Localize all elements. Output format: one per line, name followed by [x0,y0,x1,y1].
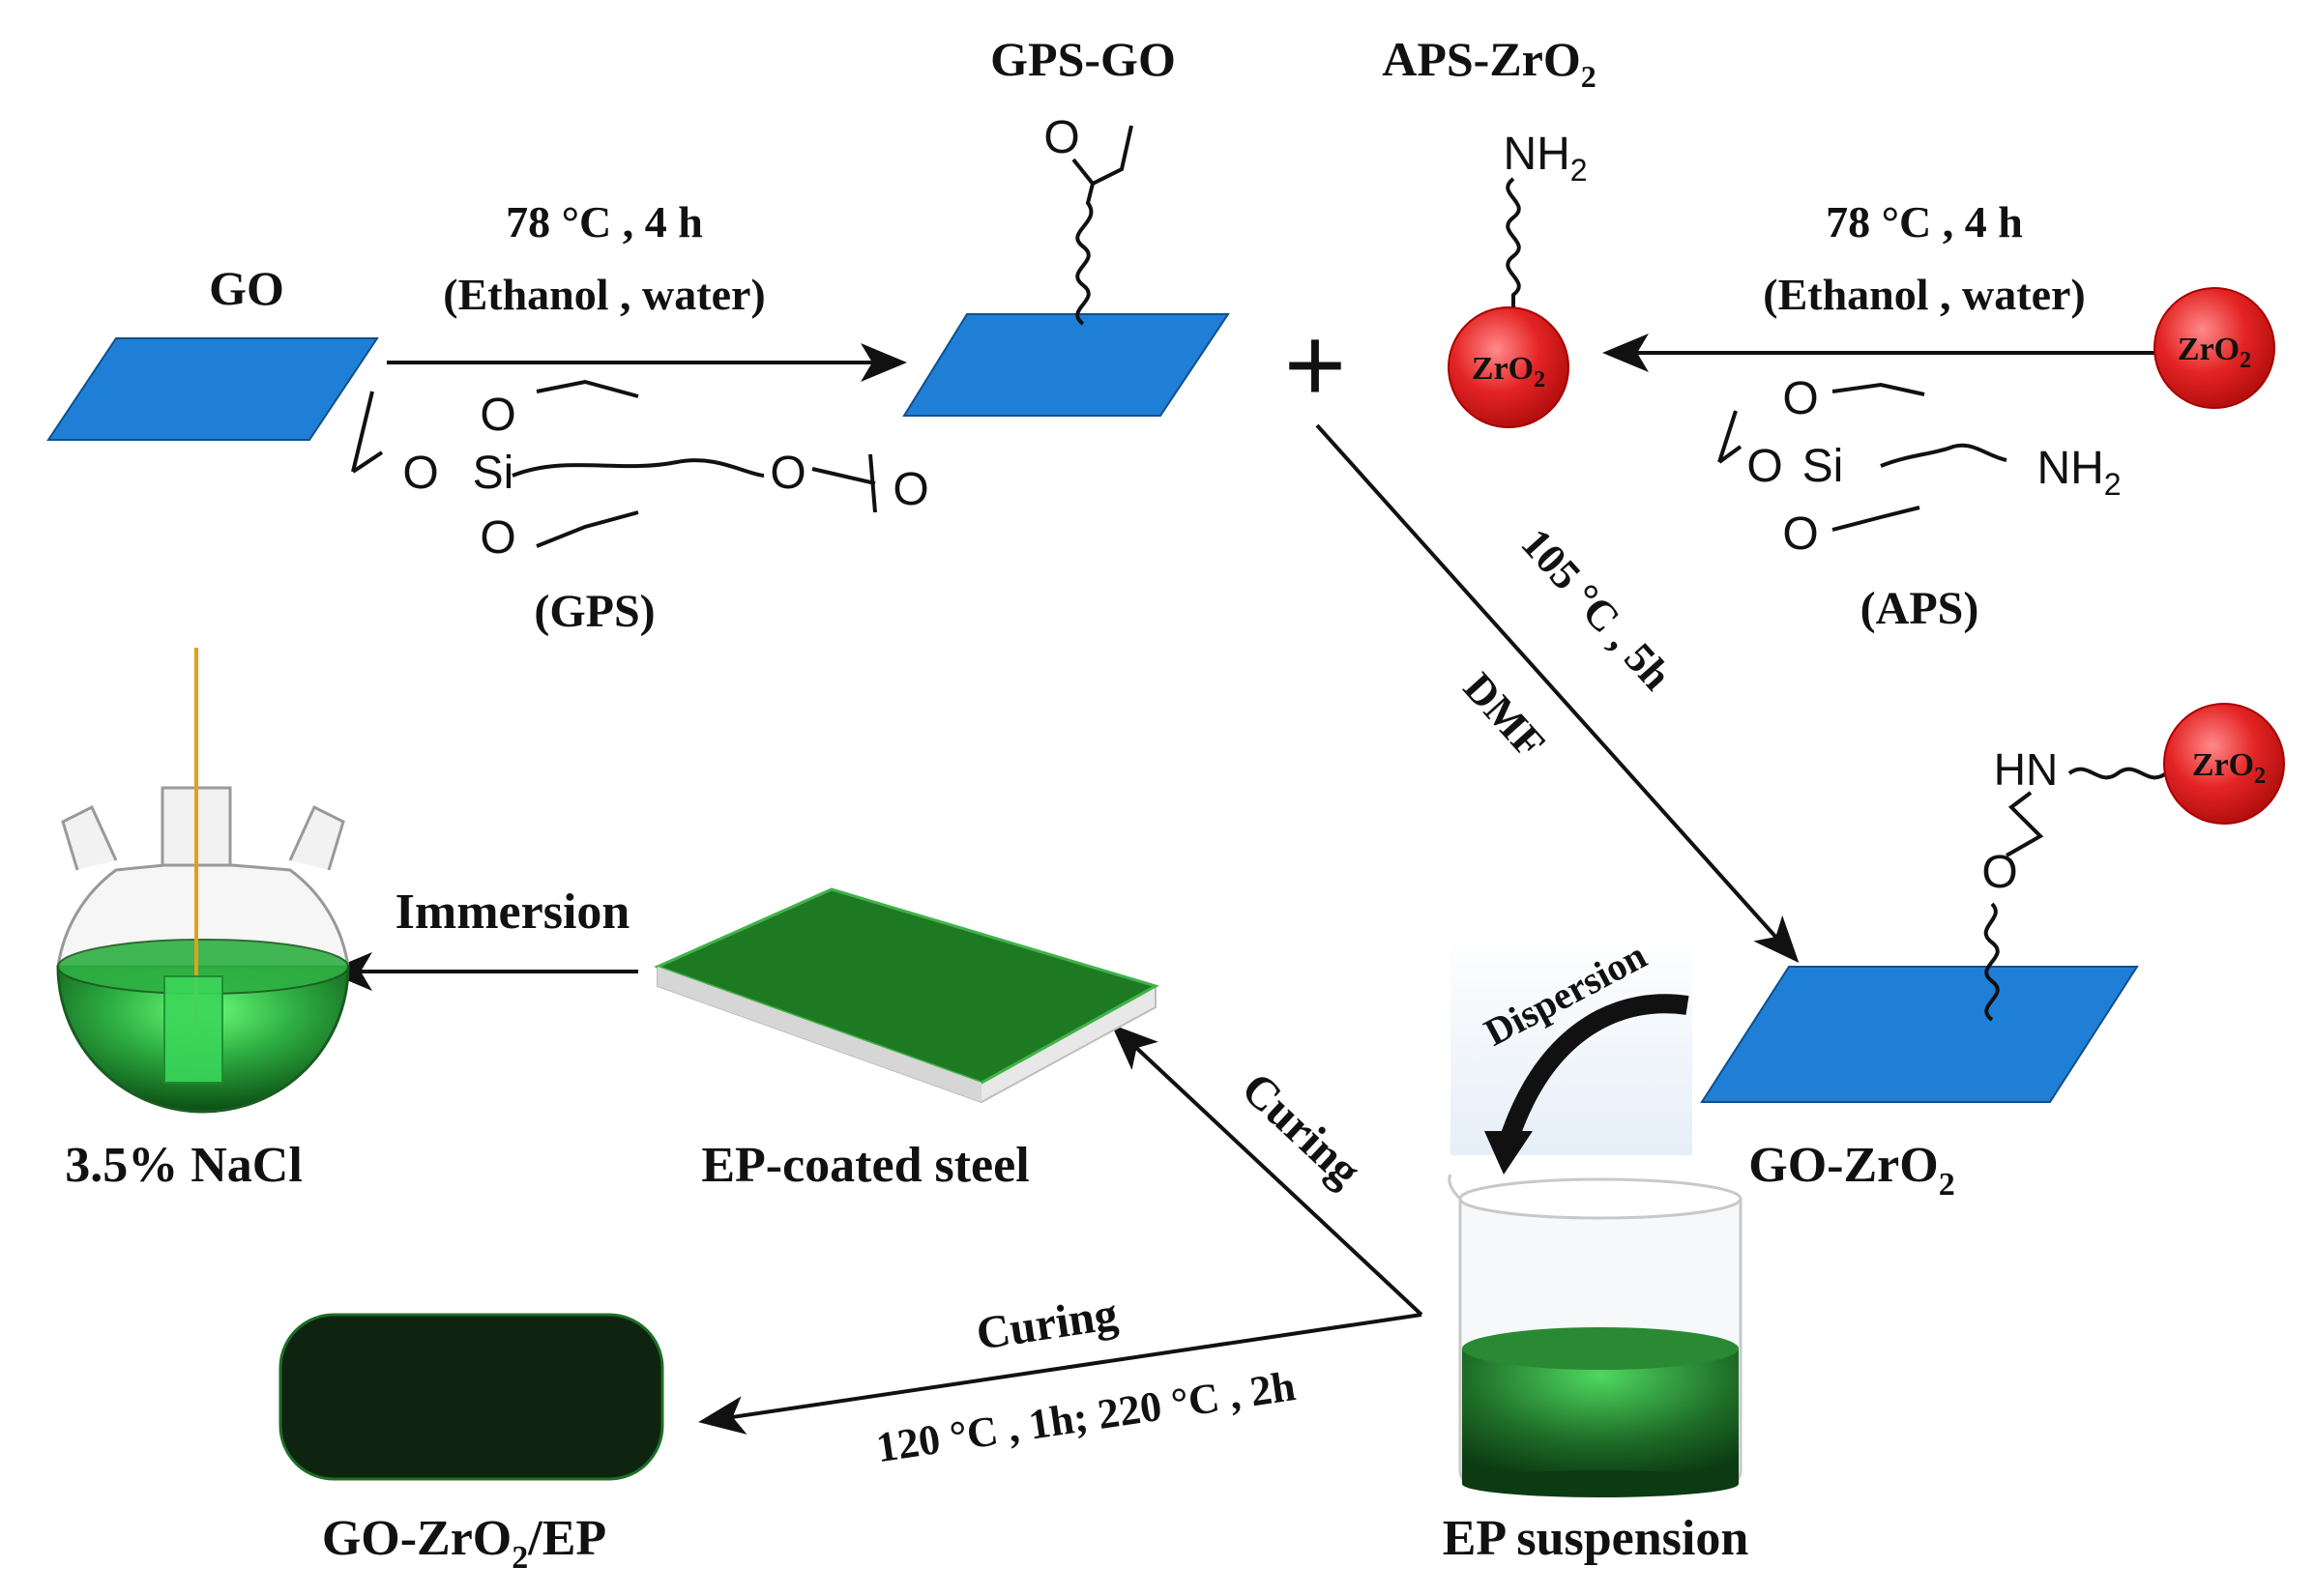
gps-o-ether: O [770,448,806,499]
right-condition-temp: 78 °C , 4 h [1826,197,2023,247]
go-zro2-sphere-label: ZrO2 [2192,747,2266,789]
gps-o-top: O [480,390,515,441]
aps-label: (APS) [1860,583,1979,634]
zro2-start-sphere-icon [2153,287,2275,409]
go-sheet-icon [46,337,379,441]
aps-o-bottom: O [1782,508,1818,560]
aps-molecule-icon [1717,382,2007,532]
ep-suspension-label: EP suspension [1443,1511,1749,1566]
immersion-label: Immersion [395,885,630,940]
left-condition-solvent: (Ethanol , water) [443,270,765,319]
aps-nh2: NH2 [2036,443,2121,502]
ep-coated-steel-label: EP-coated steel [701,1138,1029,1193]
beaker-icon [1448,1174,1743,1497]
aps-zro2-sphere-icon [1448,306,1569,428]
curing-arrow-to-steel [1111,1024,1423,1317]
nacl-label: 3.5% NaCl [65,1138,303,1193]
left-condition-temp: 78 °C , 4 h [506,197,703,247]
gps-o-epoxide: O [893,464,928,515]
gps-label: (GPS) [534,586,655,637]
go-label: GO [209,261,284,315]
dispersion-arrowhead [1484,1131,1533,1175]
gps-molecule-icon [351,379,877,548]
gps-o-left: O [402,448,438,499]
aps-zro2-chain-icon [1506,177,1521,314]
aps-zro2-label: APS-ZrO2 [1382,32,1596,94]
grafting-arrow [1315,423,1800,963]
grafting-condition-solvent: DMF [1454,664,1554,768]
aps-o-top: O [1782,373,1818,424]
gps-o-bottom: O [480,512,515,564]
gps-go-label: GPS-GO [990,32,1176,86]
aps-si: Si [1802,441,1844,492]
curing-lower-label: Curing [973,1289,1121,1360]
dispersion-curved-arrow [1499,994,1689,1145]
go-zro2-ep-label: GO-ZrO2/EP [322,1511,606,1576]
go-zro2-sheet-icon [1700,966,2139,1103]
go-zro2-sphere-icon [2163,703,2285,825]
gps-go-sheet-icon [902,313,1230,417]
curing-arrow-to-ep [698,1313,1422,1435]
zro2-start-sphere-label: ZrO2 [2178,332,2251,373]
gps-go-epoxide-o: O [1043,112,1079,163]
aps-zro2-nh2: NH2 [1503,129,1587,188]
go-zro2-hn: HN [1994,744,2058,795]
right-condition-solvent: (Ethanol , water) [1763,270,2085,319]
three-neck-flask-icon [56,648,350,1114]
curing-upper-label: Curing [1232,1062,1370,1197]
gps-si: Si [473,448,514,499]
go-zro2-o: O [1981,847,2017,898]
go-zro2-label: GO-ZrO2 [1748,1138,1954,1203]
go-zro2-ep-block-icon [278,1313,664,1481]
aps-zro2-sphere-label: ZrO2 [1472,351,1545,392]
plus-sign: + [1284,305,1346,424]
gps-go-chain-icon [1071,125,1133,326]
ep-coated-steel-icon [653,887,1159,1104]
aps-o-left: O [1746,441,1782,492]
curing-conditions: 120 °C , 1h; 220 °C , 2h [873,1362,1299,1471]
